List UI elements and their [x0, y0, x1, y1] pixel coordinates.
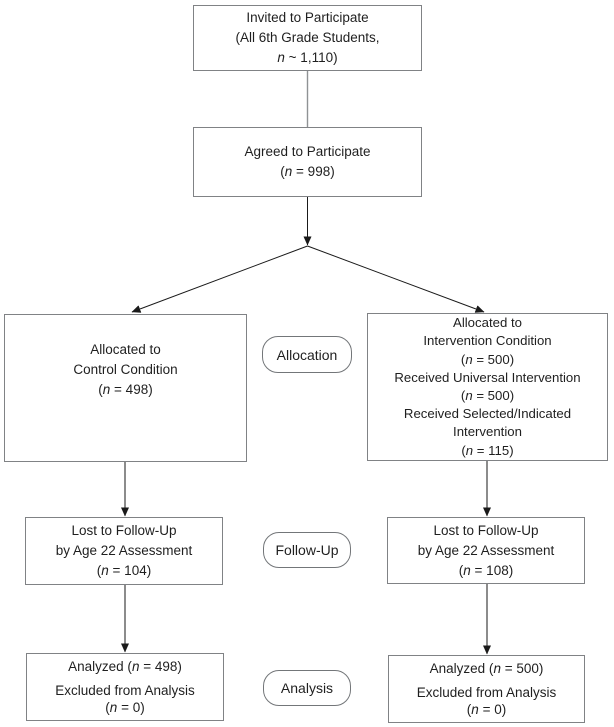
analysis-stage-label: Analysis [263, 670, 351, 706]
box-text-line: (n = 500) [460, 388, 515, 403]
box-text-line: Lost to Follow-Up [71, 523, 177, 538]
intervention-analysis-box: Analyzed (n = 500) Excluded from Analysis… [388, 655, 585, 723]
box-text-line: (n = 104) [96, 563, 152, 578]
followup-stage-label: Follow-Up [263, 532, 351, 568]
box-text-line: Allocated to [90, 342, 161, 357]
invited-to-participate-box: Invited to Participate (All 6th Grade Stu… [193, 5, 422, 71]
allocation-stage-text: Allocation [276, 346, 338, 363]
arrow-branch-to-control [131, 245, 308, 313]
box-text-line: Control Condition [73, 362, 178, 377]
box-text-line: (n = 498) [98, 382, 153, 397]
box-text-line: Received Universal Intervention [394, 369, 581, 385]
box-text-line: by Age 22 Assessment [55, 543, 193, 558]
intervention-allocation-box: Allocated to Intervention Condition (n = 5… [367, 313, 608, 461]
box-text-line: (All 6th Grade Students, [235, 30, 380, 45]
box-text-line: (n = 108) [458, 562, 514, 578]
box-text-line: n ~ 1,110) [277, 50, 338, 65]
box-text-line: Agreed to Participate [244, 144, 371, 159]
followup-stage-text: Follow-Up [275, 542, 339, 558]
allocation-stage-label: Allocation [262, 336, 352, 373]
box-text-line: Excluded from Analysis [55, 683, 195, 698]
box-text-line: Received Selected/Indicated [403, 406, 572, 422]
box-text-line: (n = 0) [105, 700, 145, 715]
box-text-line: by Age 22 Assessment [417, 542, 555, 558]
agreed-to-participate-box: Agreed to Participate (n = 998) [193, 127, 422, 197]
box-text-line: Intervention Condition [423, 333, 552, 349]
analysis-stage-text: Analysis [280, 680, 334, 696]
box-text-line: Analyzed (n = 498) [68, 659, 182, 674]
control-lost-to-followup-box: Lost to Follow-Up by Age 22 Assessment (n … [25, 517, 223, 585]
control-allocation-box: Allocated to Control Condition (n = 498) [4, 314, 247, 462]
box-text-line: (n = 500) [460, 351, 515, 367]
intervention-lost-to-followup-box: Lost to Follow-Up by Age 22 Assessment (n … [387, 517, 585, 584]
box-text-line: Lost to Follow-Up [433, 522, 539, 538]
box-text-line: Invited to Participate [246, 10, 369, 25]
box-text-line: (n = 0) [466, 702, 507, 717]
box-text-line: (n = 998) [280, 164, 335, 179]
arrow-branch-to-intervention [307, 245, 485, 313]
box-text-line: Analyzed (n = 500) [429, 661, 544, 676]
control-analysis-box: Analyzed (n = 498) Excluded from Analysis… [26, 653, 224, 721]
box-text-line: Intervention [453, 424, 522, 440]
box-text-line: Allocated to [453, 315, 522, 331]
box-text-line: Excluded from Analysis [416, 685, 557, 700]
box-text-line: (n = 115) [461, 442, 514, 458]
